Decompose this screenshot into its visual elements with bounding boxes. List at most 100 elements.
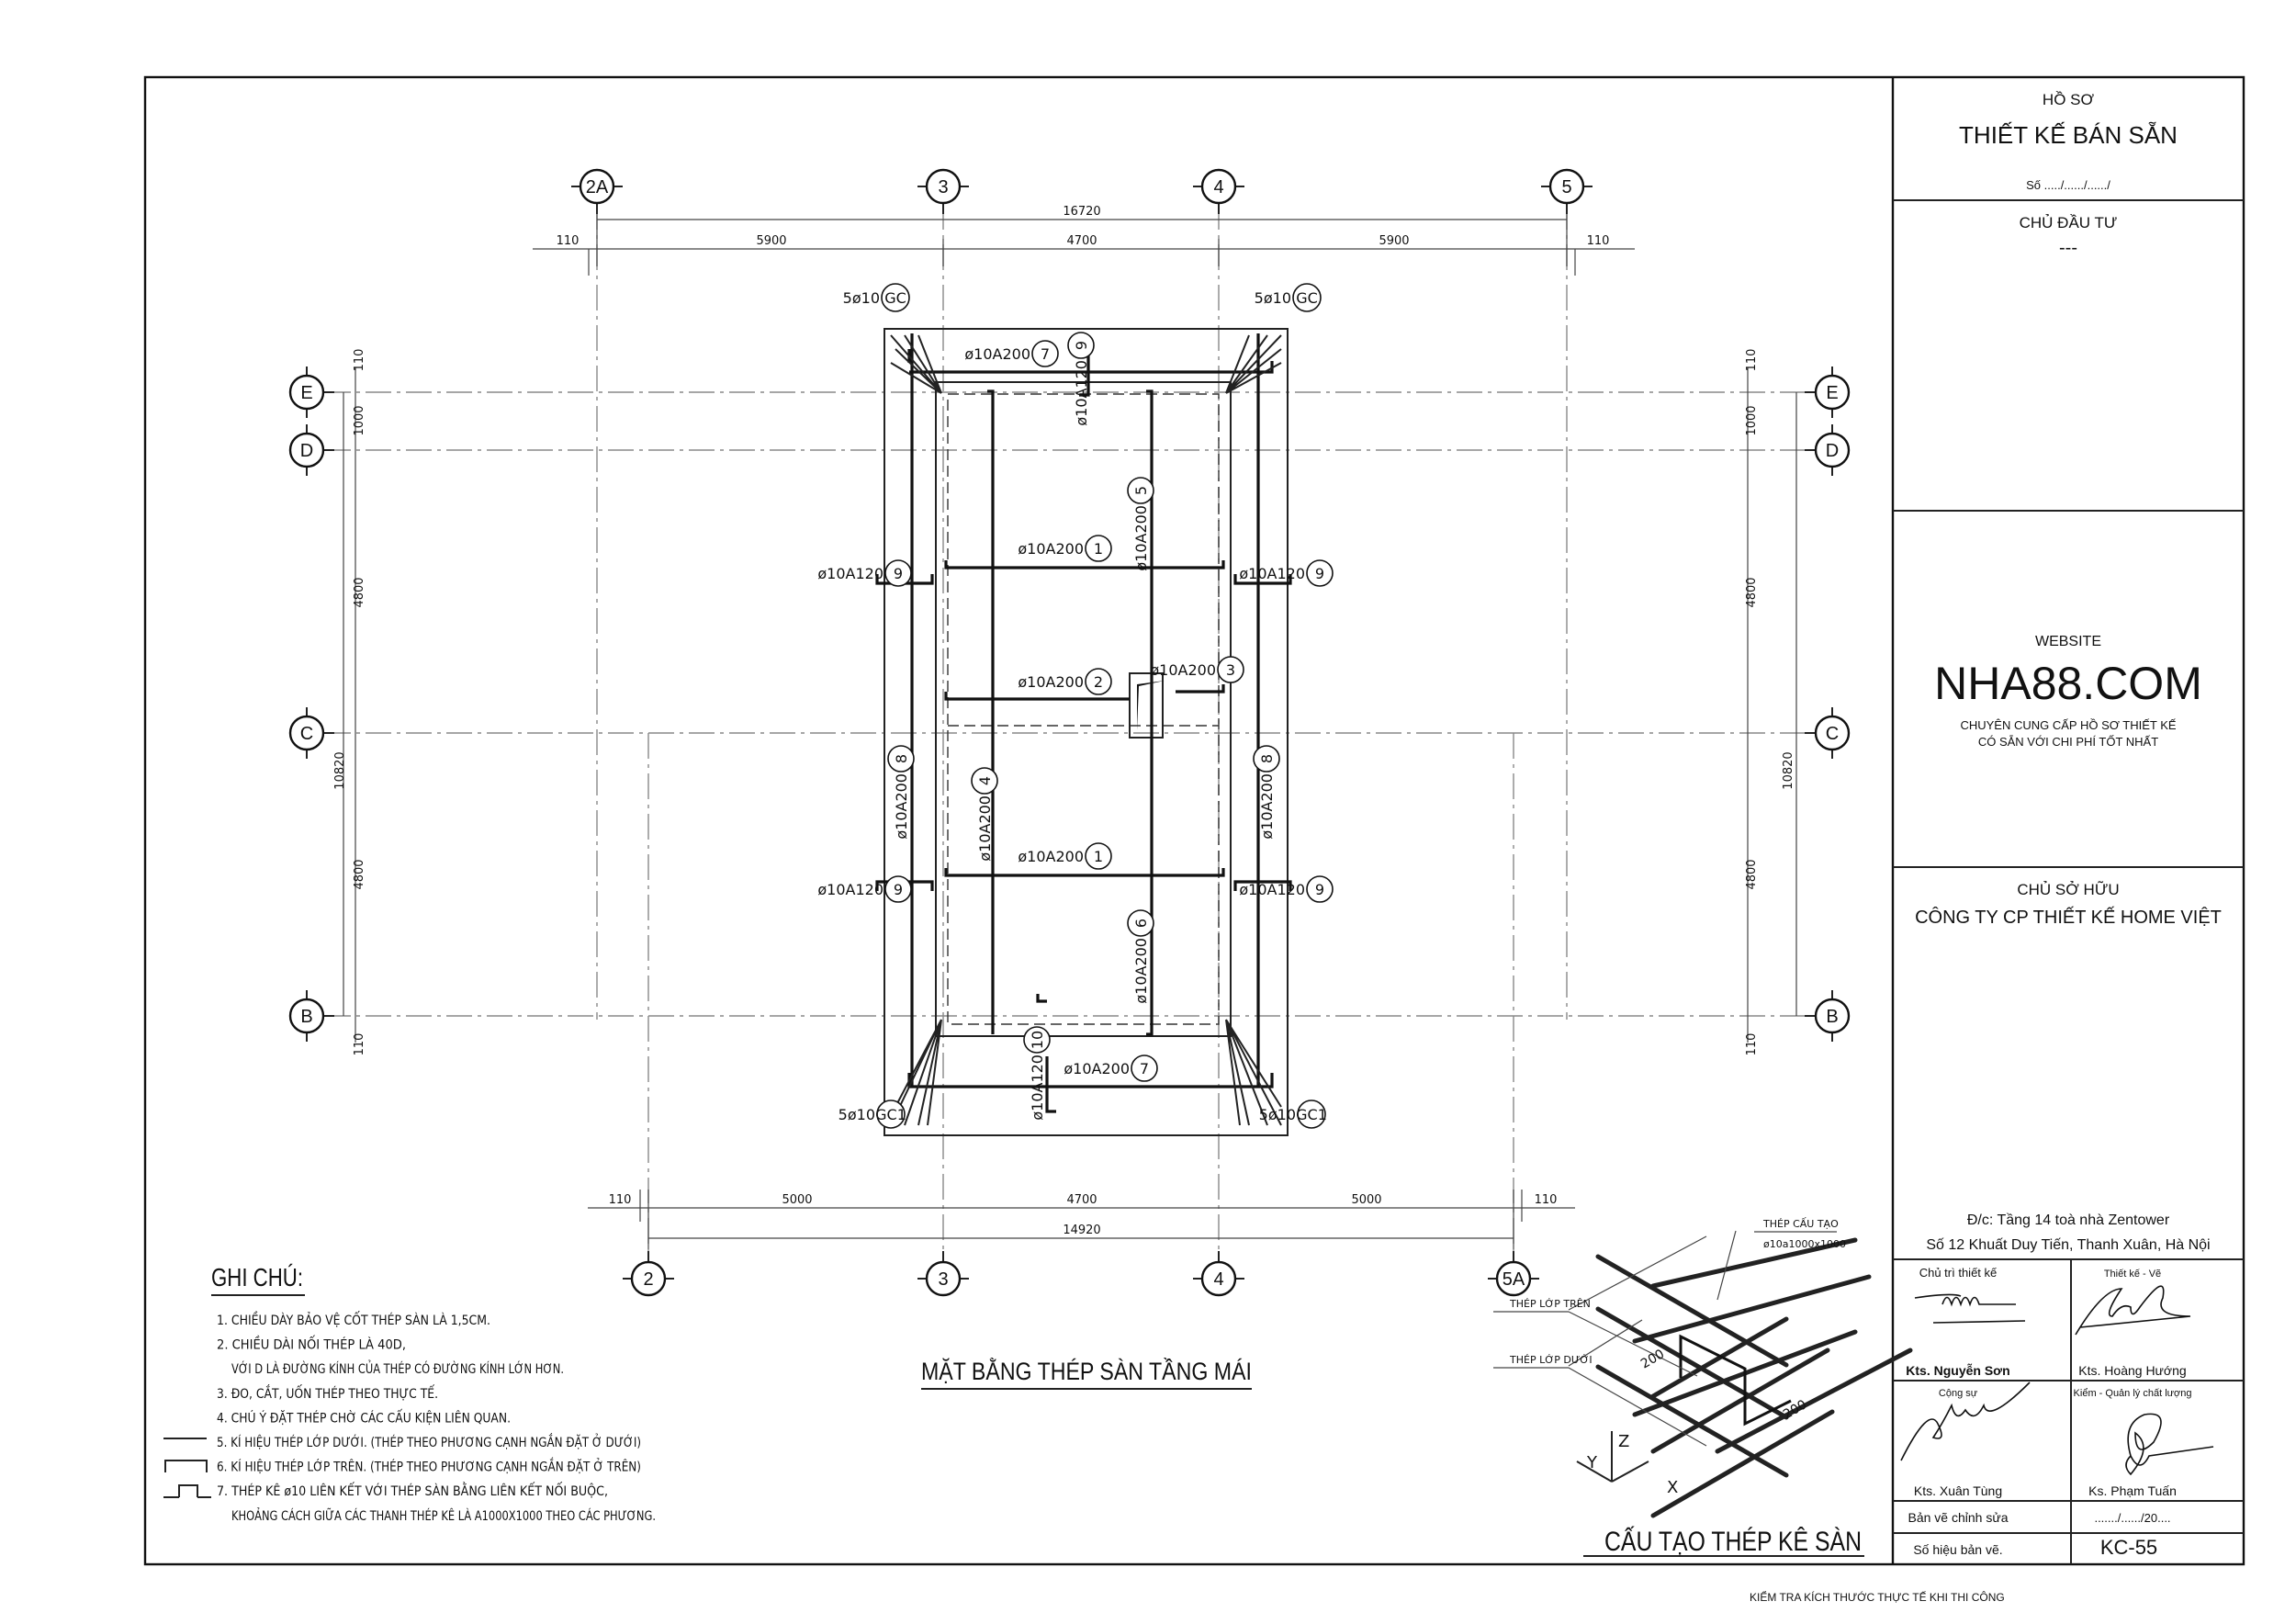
- grid-bubble-label: 3: [938, 1269, 948, 1290]
- rebar-mark: 3: [1226, 661, 1235, 679]
- grid-bubble-label: D: [1826, 441, 1839, 461]
- grid-bubble: 3: [917, 168, 969, 214]
- detail-label-cau-tao: THÉP CẤU TẠO: [1762, 1217, 1839, 1230]
- title-block: HỒ SƠ THIẾT KẾ BÁN SẴN Số ...../....../.…: [1891, 77, 2244, 1564]
- ho-so-label: HỒ SƠ: [2043, 91, 2095, 108]
- note-item: 4. CHÚ Ý ĐẶT THÉP CHỜ CÁC CẤU KIỆN LIÊN …: [217, 1408, 511, 1426]
- floor-plan: 16720 110 5900 4700 5900 110 14920 110 5…: [288, 168, 1851, 1390]
- role-label: Kiểm - Quản lý chất lượng: [2074, 1388, 2192, 1399]
- dim-segment: 110: [1745, 349, 1759, 372]
- rebar-chair-detail: THÉP CẤU TẠO ø10a1000x1000 THÉP LỚP TRÊN…: [1493, 1217, 1913, 1557]
- revision-value: ......./....../20....: [2094, 1511, 2170, 1525]
- website-name: NHA88.COM: [1934, 658, 2202, 709]
- signer-name: Ks. Phạm Tuấn: [2088, 1483, 2177, 1498]
- grid-bubble: D: [288, 424, 334, 476]
- grid-bubble: E: [1805, 367, 1851, 418]
- rebar-mark: 7: [1140, 1060, 1149, 1077]
- signer-name: Kts. Xuân Tùng: [1914, 1483, 2002, 1498]
- rebar-spec: ø10A200: [1018, 540, 1084, 558]
- rebar-label: ø10A200 1: [1018, 535, 1112, 562]
- rebar-mark: 4: [976, 776, 994, 785]
- dimension-sides: 1101000480048001101082011010004800480011…: [333, 349, 1797, 1056]
- rebar-label: ø10A200 4: [971, 767, 998, 862]
- drawing-number: KC-55: [2100, 1536, 2157, 1559]
- detail-label-spec: ø10a1000x1000: [1763, 1238, 1846, 1250]
- grid-bubble-label: 5A: [1503, 1269, 1525, 1290]
- rebar-spec: 5ø10: [1255, 289, 1291, 307]
- signer-name: Kts. Nguyễn Sơn: [1906, 1363, 2009, 1378]
- website-label: WEBSITE: [2035, 634, 2101, 649]
- grid-bubble: B: [288, 990, 334, 1042]
- dim-segment: 5900: [1379, 234, 1409, 248]
- dim-segment: 110: [1535, 1193, 1558, 1207]
- rebar-mark: 10: [1029, 1031, 1046, 1049]
- drawing-number-label: Số hiệu bản vẽ.: [1913, 1542, 2002, 1557]
- owner-name: CÔNG TY CP THIẾT KẾ HOME VIỆT: [1915, 907, 2222, 928]
- dim-total: 14920: [1063, 1224, 1100, 1237]
- dim-segment: 5000: [782, 1193, 812, 1207]
- grid-bubble-label: C: [1826, 724, 1839, 744]
- grid-bubble: 2: [623, 1251, 674, 1297]
- rebar-spec: ø10A120: [1239, 881, 1305, 898]
- rebar-mark: GC: [884, 289, 906, 307]
- dim-segment: 4800: [1745, 859, 1759, 889]
- tagline-2: CÓ SẴN VỚI CHI PHÍ TỐT NHẤT: [1978, 735, 2158, 749]
- note-item: 2. CHIỀU DÀI NỐI THÉP LÀ 40D,: [217, 1336, 406, 1353]
- dim-segment: 1000: [353, 405, 366, 435]
- rebar-spec: ø10A200: [1018, 673, 1084, 691]
- rebar-spec: ø10A200: [964, 345, 1030, 363]
- note-item: 3. ĐO, CẮT, UỐN THÉP THEO THỰC TẾ.: [217, 1384, 438, 1402]
- sheet-border: [143, 75, 2245, 1566]
- note-item: 5. KÍ HIỆU THÉP LỚP DƯỚI. (THÉP THEO PHƯ…: [217, 1433, 641, 1450]
- rebar-spec: ø10A120: [1029, 1054, 1046, 1121]
- rebar-spec: 5ø10: [838, 1106, 875, 1123]
- dimension-top: 16720 110 5900 4700 5900 110: [533, 205, 1635, 276]
- rebar-mark: GC1: [1296, 1106, 1327, 1123]
- grid-bubble: D: [1805, 424, 1851, 476]
- rebar-spec: ø10A120: [817, 565, 884, 582]
- rebar-spec: ø10A120: [1239, 565, 1305, 582]
- note-item: 6. KÍ HIỆU THÉP LỚP TRÊN. (THÉP THEO PHƯ…: [217, 1458, 641, 1475]
- rebar-mark: GC1: [875, 1106, 906, 1123]
- dim-segment: 5000: [1351, 1193, 1381, 1207]
- grid-bubble-label: 4: [1213, 177, 1223, 197]
- rebar-spec: ø10A200: [976, 795, 994, 862]
- grid-bubble: 5: [1541, 168, 1593, 214]
- plan-title: MẶT BẰNG THÉP SÀN TẦNG MÁI: [921, 1357, 1252, 1385]
- rebar-mark: GC: [1296, 289, 1318, 307]
- note-item: VỚI D LÀ ĐƯỜNG KÍNH CỦA THÉP CÓ ĐƯỜNG KÍ…: [231, 1359, 564, 1377]
- detail-title: CẤU TẠO THÉP KÊ SÀN: [1604, 1526, 1862, 1557]
- grid-bubble-label: 4: [1213, 1269, 1223, 1290]
- role-label: Chủ trì thiết kế: [1919, 1266, 1998, 1280]
- grid-bubble: E: [288, 367, 334, 418]
- detail-label-top: THÉP LỚP TRÊN: [1509, 1298, 1591, 1310]
- dim-segment: 110: [353, 1033, 366, 1056]
- rebar-spec: ø10A200: [1064, 1060, 1130, 1077]
- grid-bubble-label: 3: [938, 177, 948, 197]
- rebar-spec: ø10A120: [817, 881, 884, 898]
- tagline-1: CHUYÊN CUNG CẤP HỒ SƠ THIẾT KẾ: [1960, 718, 2176, 732]
- grid-bubble-label: E: [1826, 383, 1838, 403]
- grid-bubble: 2A: [571, 168, 623, 214]
- rebar-spec: 5ø10: [843, 289, 880, 307]
- rebar-mark: 8: [1258, 754, 1276, 763]
- note-item: KHOẢNG CÁCH GIỮA CÁC THANH THÉP KÊ LÀ A1…: [231, 1507, 656, 1524]
- grid-bubble-label: E: [300, 383, 312, 403]
- rebar-mark: 1: [1094, 540, 1103, 558]
- dim-total: 10820: [1782, 751, 1795, 789]
- note-item: 7. THÉP KÊ ø10 LIÊN KẾT VỚI THÉP SÀN BẰN…: [217, 1482, 608, 1499]
- footer-note: KIỂM TRA KÍCH THƯỚC THỰC TẾ KHI THI CÔNG: [1750, 1590, 2005, 1604]
- dim-segment: 110: [609, 1193, 632, 1207]
